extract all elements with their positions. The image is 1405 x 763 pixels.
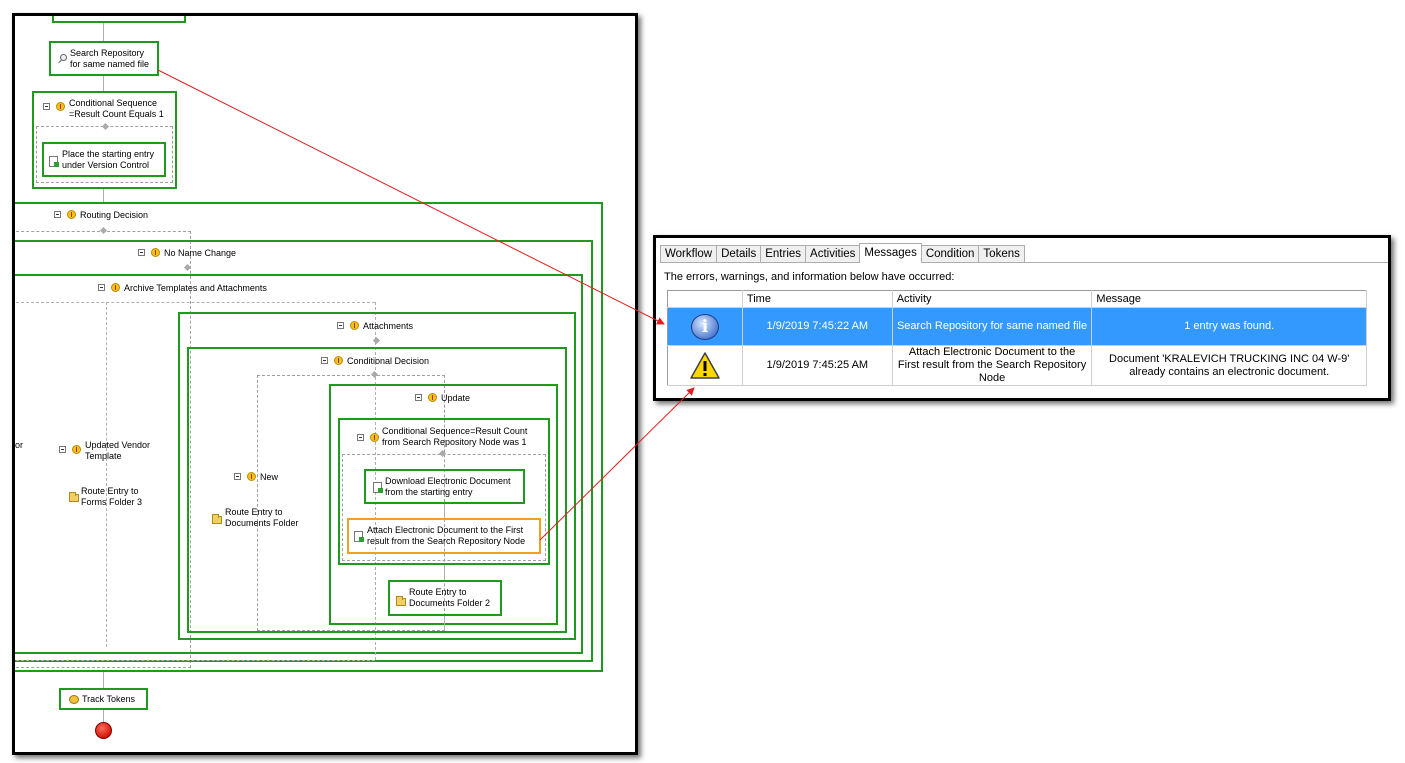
search-icon bbox=[60, 54, 67, 61]
tab-condition[interactable]: Condition bbox=[920, 245, 980, 263]
updated-vendor-template-label: Updated Vendor Template bbox=[85, 440, 151, 461]
row-activity: Attach Electronic Document to the First … bbox=[892, 345, 1093, 386]
branch-icon bbox=[151, 248, 160, 257]
branch-icon bbox=[72, 445, 81, 454]
decision-icon bbox=[67, 210, 76, 219]
messages-table: Time Activity Message i 1/9/2019 7:45:22… bbox=[667, 290, 1367, 386]
search-repository-activity[interactable]: Search Repository for same named file bbox=[49, 41, 159, 76]
column-header-activity[interactable]: Activity bbox=[892, 290, 1093, 308]
attach-document-icon bbox=[354, 531, 364, 542]
conditional-decision-label: Conditional Decision bbox=[347, 356, 430, 366]
collapse-icon[interactable] bbox=[337, 322, 344, 329]
download-document-icon bbox=[373, 482, 383, 493]
collapse-icon[interactable] bbox=[98, 284, 105, 291]
collapse-icon[interactable] bbox=[321, 357, 328, 364]
condition-icon bbox=[370, 433, 379, 442]
collapse-icon[interactable] bbox=[357, 434, 364, 441]
row-icon-cell bbox=[667, 345, 743, 386]
table-row[interactable]: i 1/9/2019 7:45:22 AM Search Repository … bbox=[667, 307, 1367, 346]
column-header-message[interactable]: Message bbox=[1091, 290, 1367, 308]
previous-activity-box[interactable] bbox=[52, 16, 186, 23]
conditional-sequence-1-label: Conditional Sequence =Result Count Equal… bbox=[69, 98, 164, 119]
row-icon-cell: i bbox=[667, 307, 743, 346]
row-message: Document 'KRALEVICH TRUCKING INC 04 W-9'… bbox=[1091, 345, 1367, 386]
version-control-activity[interactable]: Place the starting entry under Version C… bbox=[42, 142, 166, 177]
collapse-icon[interactable] bbox=[54, 211, 61, 218]
row-time: 1/9/2019 7:45:22 AM bbox=[742, 307, 893, 346]
row-time: 1/9/2019 7:45:25 AM bbox=[742, 345, 893, 386]
workflow-designer-canvas[interactable]: Search Repository for same named file Co… bbox=[12, 13, 638, 755]
track-tokens-activity[interactable]: Track Tokens bbox=[59, 688, 148, 710]
messages-intro-text: The errors, warnings, and information be… bbox=[664, 271, 955, 283]
download-document-label: Download Electronic Document from the st… bbox=[385, 476, 511, 497]
collapse-icon[interactable] bbox=[138, 249, 145, 256]
archive-templates-label: Archive Templates and Attachments bbox=[124, 283, 267, 293]
info-icon: i bbox=[690, 313, 719, 340]
collapse-icon[interactable] bbox=[43, 103, 50, 110]
no-name-change-label: No Name Change bbox=[164, 248, 237, 258]
download-document-activity[interactable]: Download Electronic Document from the st… bbox=[364, 469, 525, 504]
partial-branch-label: or bbox=[15, 440, 24, 450]
column-header-time[interactable]: Time bbox=[742, 290, 893, 308]
route-documents-folder-label[interactable]: Route Entry to Documents Folder bbox=[225, 507, 299, 528]
warning-icon bbox=[690, 351, 720, 379]
table-row[interactable]: 1/9/2019 7:45:25 AM Attach Electronic Do… bbox=[667, 345, 1367, 386]
collapse-icon[interactable] bbox=[415, 394, 422, 401]
branch-icon bbox=[350, 321, 359, 330]
folder-icon bbox=[69, 492, 79, 502]
tab-activities[interactable]: Activities bbox=[805, 245, 861, 263]
collapse-icon[interactable] bbox=[59, 446, 66, 453]
routing-decision-label: Routing Decision bbox=[80, 210, 149, 220]
new-branch-label: New bbox=[260, 472, 279, 482]
branch-icon bbox=[428, 393, 437, 402]
version-control-icon bbox=[49, 156, 59, 167]
attach-document-activity[interactable]: Attach Electronic Document to the First … bbox=[347, 518, 541, 554]
version-control-label: Place the starting entry under Version C… bbox=[62, 149, 155, 170]
column-header-icon[interactable] bbox=[667, 290, 743, 308]
row-message: 1 entry was found. bbox=[1091, 307, 1367, 346]
conditional-sequence-1-activity[interactable]: Conditional Sequence =Result Count Equal… bbox=[32, 91, 177, 189]
conditional-sequence-2-label: Conditional Sequence=Result Count from S… bbox=[382, 426, 528, 447]
update-label: Update bbox=[441, 393, 471, 403]
folder-icon bbox=[396, 596, 406, 606]
route-forms-folder-3-label[interactable]: Route Entry to Forms Folder 3 bbox=[81, 486, 143, 507]
condition-icon bbox=[56, 102, 65, 111]
end-stop-icon bbox=[95, 722, 112, 739]
tab-workflow[interactable]: Workflow bbox=[660, 245, 718, 263]
attachments-label: Attachments bbox=[363, 321, 414, 331]
search-repository-label: Search Repository for same named file bbox=[70, 48, 150, 69]
track-tokens-label: Track Tokens bbox=[82, 694, 136, 704]
route-documents-folder-2-activity[interactable]: Route Entry to Documents Folder 2 bbox=[388, 580, 502, 616]
panel-tabs: Workflow Details Entries Activities Mess… bbox=[660, 243, 1025, 263]
route-documents-folder-2-label: Route Entry to Documents Folder 2 bbox=[409, 587, 491, 608]
token-icon bbox=[69, 695, 79, 704]
row-activity: Search Repository for same named file bbox=[892, 307, 1093, 346]
table-header-row: Time Activity Message bbox=[667, 290, 1367, 308]
attach-document-label: Attach Electronic Document to the First … bbox=[367, 525, 526, 546]
tab-entries[interactable]: Entries bbox=[760, 245, 807, 263]
messages-panel: Workflow Details Entries Activities Mess… bbox=[653, 235, 1391, 401]
tab-messages[interactable]: Messages bbox=[859, 243, 922, 263]
sequence-icon bbox=[111, 283, 120, 292]
folder-icon bbox=[212, 514, 222, 524]
collapse-icon[interactable] bbox=[234, 473, 241, 480]
tab-details[interactable]: Details bbox=[716, 245, 762, 263]
decision-icon bbox=[334, 356, 343, 365]
tab-tokens[interactable]: Tokens bbox=[978, 245, 1025, 263]
branch-icon bbox=[247, 472, 256, 481]
